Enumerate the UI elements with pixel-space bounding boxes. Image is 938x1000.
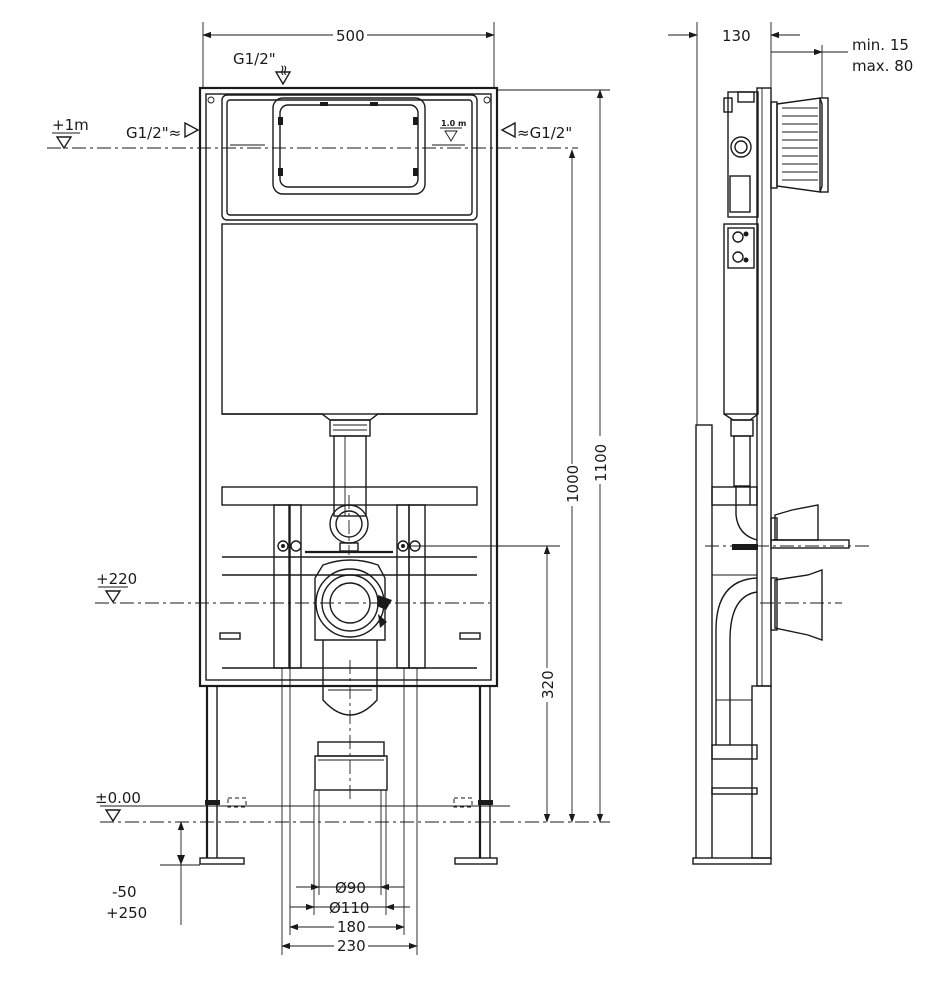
left-inlet: G1/2"≈ [126, 121, 200, 142]
frame-crossbars [219, 486, 481, 669]
side-frame-plate [756, 87, 772, 687]
right-inlet: ≈G1/2" [500, 121, 572, 142]
side-view: 130 min. 15 max. 80 [668, 22, 913, 865]
cistern-level-label: 1.0 m [441, 119, 466, 128]
level-220-label: +220 [96, 570, 137, 588]
dia-90-label: Ø90 [335, 879, 366, 897]
side-flush-plate [770, 97, 829, 193]
service-opening [272, 97, 426, 195]
dim-1000: 1000 [562, 149, 582, 823]
height-320-label: 320 [539, 670, 557, 699]
side-cistern [723, 91, 759, 487]
side-connectors [705, 504, 872, 641]
floor-adjust-marker: -50 +250 [106, 821, 200, 925]
floor-adjust-high-label: +250 [106, 904, 147, 922]
level-1m-label: +1m [52, 116, 89, 134]
dim-320: 320 [410, 545, 560, 823]
side-lower-frame [692, 424, 772, 865]
front-view: 1.0 m [47, 22, 610, 955]
level-triangle-icon [104, 809, 122, 823]
left-inlet-label: G1/2"≈ [126, 124, 181, 142]
top-inlet: G1/2" ≈ [233, 50, 293, 86]
level-zero-marker: ±0.00 [95, 789, 510, 823]
wall-min-label: min. 15 [852, 36, 909, 54]
right-arrow-icon [184, 121, 200, 139]
front-frame [198, 86, 499, 865]
width-500-label: 500 [336, 27, 365, 45]
left-arrow-icon [500, 121, 516, 139]
width-230-label: 230 [337, 937, 366, 955]
dia-110-label: Ø110 [329, 899, 369, 917]
floor-adjust-low-label: -50 [112, 883, 137, 901]
depth-130-label: 130 [722, 27, 751, 45]
dim-1100: 1100 [497, 89, 610, 823]
wall-thickness-annotation: min. 15 max. 80 [771, 36, 913, 98]
level-triangle-icon [55, 136, 73, 150]
level-triangle-icon [104, 590, 122, 604]
width-180-label: 180 [337, 918, 366, 936]
pan-connector-struts [273, 504, 426, 669]
dim-500: 500 [202, 22, 495, 88]
height-1000-label: 1000 [564, 465, 582, 503]
flush-pipe [329, 419, 371, 517]
level-220-marker: +220 [96, 570, 137, 604]
level-zero-label: ±0.00 [95, 789, 141, 807]
wall-max-label: max. 80 [852, 57, 913, 75]
level-triangle-icon [444, 130, 458, 142]
top-inlet-label: G1/2" [233, 50, 276, 68]
right-inlet-label: ≈G1/2" [517, 124, 572, 142]
dim-130: 130 [668, 22, 800, 425]
cistern: 1.0 m [221, 94, 478, 421]
level-1m-marker: +1m [52, 116, 89, 150]
down-arrow-icon [274, 71, 292, 86]
height-1100-label: 1100 [592, 444, 610, 482]
waste-outlet [314, 559, 392, 791]
bottom-dimensions: Ø90 Ø110 180 230 [281, 668, 418, 955]
